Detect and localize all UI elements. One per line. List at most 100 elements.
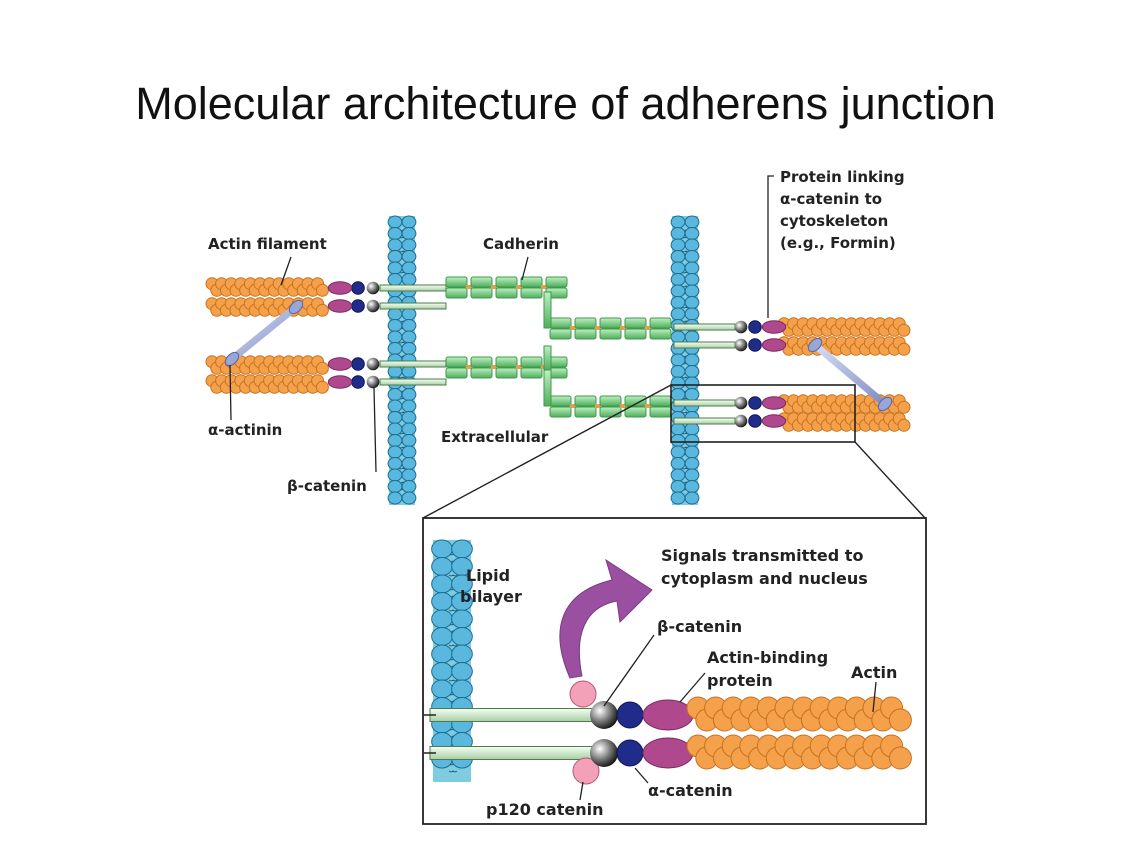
lipid-head xyxy=(670,353,686,367)
lipid-head xyxy=(670,376,686,390)
cadherin-label: Cadherin xyxy=(483,235,559,253)
cadherin-domain xyxy=(470,367,493,379)
actin-binding-protein xyxy=(327,375,353,389)
cadherin-domain xyxy=(624,328,647,340)
actin-binding-protein xyxy=(761,338,787,352)
slide-title: Molecular architecture of adherens junct… xyxy=(135,78,996,129)
lipid-head xyxy=(431,679,453,699)
cadherin-linker xyxy=(645,326,651,330)
beta-catenin xyxy=(734,320,748,334)
lipid-head xyxy=(401,307,417,321)
alpha-catenin-leader xyxy=(634,767,649,784)
lipid-head xyxy=(431,539,453,559)
lipid-head xyxy=(684,284,700,298)
cadherin-domain xyxy=(495,287,518,299)
lipid-head xyxy=(670,330,686,344)
cadherin-domain xyxy=(495,276,518,288)
lipid-head xyxy=(684,422,700,436)
alpha-actinin-rods xyxy=(224,299,893,412)
cadherin-domain xyxy=(445,276,468,288)
lipid-head xyxy=(670,227,686,240)
actin-binding-label-1: Actin-binding xyxy=(707,648,828,667)
cadherin-domain xyxy=(470,356,493,368)
lipid-head xyxy=(451,539,473,559)
cadherin-domain xyxy=(574,395,597,407)
lipid-bilayer-label-2: bilayer xyxy=(460,587,522,606)
cadherin-transmembrane-rod xyxy=(429,746,601,760)
p120-leader xyxy=(579,781,584,801)
signals-label-1: Signals transmitted to xyxy=(661,546,863,565)
actin-binding-protein xyxy=(327,281,353,295)
cadherin-linker xyxy=(491,365,497,369)
cadherin-linker xyxy=(620,404,626,408)
cadherin-domain xyxy=(599,395,622,407)
beta-catenin-leader xyxy=(373,387,377,473)
alpha-catenin xyxy=(351,299,365,313)
alpha-catenin xyxy=(748,320,762,334)
cadherin-domain xyxy=(574,317,597,329)
lipid-head xyxy=(684,261,700,275)
actin-monomer xyxy=(315,361,329,375)
actin-binding-protein xyxy=(327,357,353,371)
beta-catenin xyxy=(366,375,380,389)
alpha-actinin-head xyxy=(877,396,893,412)
lipid-head xyxy=(684,445,700,459)
lipid-tail xyxy=(448,644,458,647)
main-diagram: Actin filament Cadherin Protein linking … xyxy=(205,168,926,519)
actin-monomer xyxy=(897,400,911,414)
cadherin-domain xyxy=(495,367,518,379)
cadherin-domain xyxy=(549,395,572,407)
lipid-head xyxy=(401,227,417,240)
actin-filament-leader xyxy=(280,256,292,286)
alpha-catenin xyxy=(748,338,762,352)
lipid-head xyxy=(401,388,417,401)
lipid-head xyxy=(401,422,417,436)
lipid-head xyxy=(387,480,403,493)
actin-monomer xyxy=(315,283,329,297)
lipid-head xyxy=(670,445,686,459)
lipid-head xyxy=(387,399,403,413)
lipid-head xyxy=(387,468,403,482)
lipid-head xyxy=(431,609,453,629)
alpha-catenin xyxy=(616,701,644,729)
lipid-head xyxy=(387,491,403,505)
lipid-head xyxy=(451,679,473,699)
lipid-head xyxy=(401,434,417,447)
lipid-head xyxy=(387,434,403,447)
lipid-head xyxy=(670,422,686,436)
alpha-catenin xyxy=(748,396,762,410)
lipid-head xyxy=(387,319,403,332)
cadherin-transmembrane-rod xyxy=(673,417,736,425)
lipid-head xyxy=(431,644,453,664)
lipid-head xyxy=(431,592,453,611)
lipid-head xyxy=(401,480,417,493)
cadherin-transmembrane-rod xyxy=(429,708,601,722)
cadherin-transmembrane-rod xyxy=(379,360,447,368)
lipid-head xyxy=(451,627,473,646)
lipid-head xyxy=(684,330,700,344)
lipid-head xyxy=(431,557,453,576)
lipid-head xyxy=(670,480,686,493)
cadherin-domain xyxy=(549,406,572,418)
cadherin-linker xyxy=(491,285,497,289)
lipid-head xyxy=(684,215,700,229)
cadherin-linker xyxy=(570,404,576,408)
cadherin-domain xyxy=(520,356,543,368)
cadherin-domain xyxy=(470,287,493,299)
cadherin-transmembrane-rod xyxy=(673,399,736,407)
zoom-box xyxy=(670,384,856,443)
beta-catenin xyxy=(366,281,380,295)
membrane-right xyxy=(670,215,700,505)
protein-linking-label-3: cytoskeleton xyxy=(780,212,888,230)
alpha-catenin-label: α-catenin xyxy=(648,781,733,800)
cadherin-chains xyxy=(379,276,736,425)
cadherin-leader xyxy=(521,256,529,281)
cadherin-domain xyxy=(649,317,672,329)
cadherin-domain xyxy=(545,276,568,288)
lipid-head xyxy=(684,457,700,470)
alpha-catenin xyxy=(351,357,365,371)
cadherin-domain xyxy=(574,328,597,340)
cadherin-domain xyxy=(649,328,672,340)
actin-binding-protein xyxy=(327,299,353,313)
lipid-head xyxy=(684,273,700,286)
